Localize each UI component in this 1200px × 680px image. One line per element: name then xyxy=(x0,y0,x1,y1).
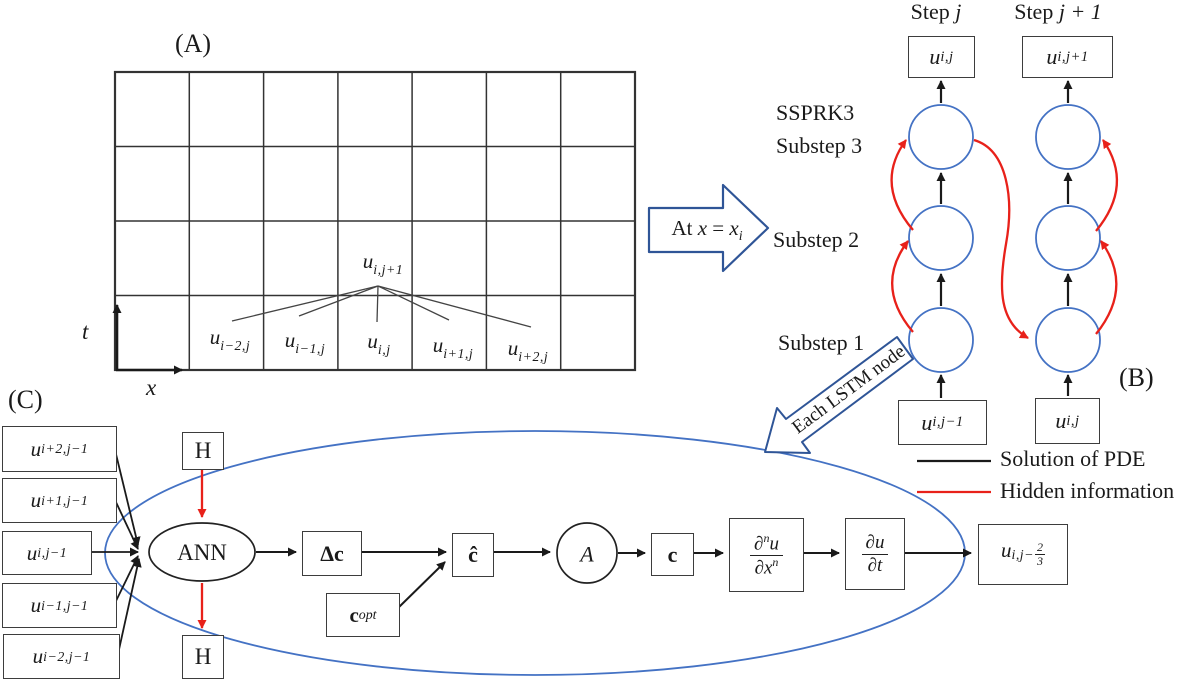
stencil-label: ui−1,j xyxy=(284,328,326,357)
ann-label: ANN xyxy=(177,539,227,565)
t-axis-label: t xyxy=(82,319,89,344)
ann-ellipse xyxy=(148,522,256,582)
stencil-label: ui+1,j xyxy=(432,333,474,362)
delta-c-box: Δc xyxy=(302,531,362,576)
legend-lines xyxy=(917,459,991,494)
a-matrix-label: A xyxy=(580,541,594,567)
at-x-block-arrow xyxy=(647,183,770,273)
pipeline-arrows xyxy=(256,547,972,610)
c-hat-box: ĉ xyxy=(452,533,494,577)
each-lstm-node-block-arrow xyxy=(764,336,914,454)
hidden-information-arrows xyxy=(890,138,1119,339)
substep3-label: Substep 3 xyxy=(776,133,863,158)
stencil-target-label: ui,j+1 xyxy=(362,249,404,278)
a-matrix-circle xyxy=(556,522,618,584)
legend-hidden-label: Hidden information xyxy=(1000,478,1175,503)
x-axis-label: x xyxy=(146,375,157,400)
stencil-fan-lines xyxy=(231,285,532,328)
stencil-label: ui,j xyxy=(367,329,391,358)
substep1-label: Substep 1 xyxy=(778,330,865,355)
hidden-state-top-box: H xyxy=(182,432,224,470)
input-converge-arrows xyxy=(90,449,142,655)
at-x-label: At x = xi xyxy=(671,216,743,243)
legend-solution-label: Solution of PDE xyxy=(1000,446,1146,471)
step-j-header: Step j xyxy=(910,0,962,24)
stencil-label: ui+2,j xyxy=(507,336,549,365)
panel-c-label: (C) xyxy=(8,385,43,414)
panel-a-label: (A) xyxy=(175,29,212,58)
dn-dxn-box: ∂nu ∂xn xyxy=(729,518,804,592)
substep2-label: Substep 2 xyxy=(773,227,860,252)
axes-arrows xyxy=(112,304,183,375)
ssprk3-label: SSPRK3 xyxy=(776,100,855,125)
du-dt-box: ∂u ∂t xyxy=(845,518,905,590)
c-box: c xyxy=(651,533,694,576)
step-j1-header: Step j + 1 xyxy=(1014,0,1102,24)
grid-panel xyxy=(113,70,637,372)
solution-arrows xyxy=(936,80,1073,398)
panel-b-label: (B) xyxy=(1119,363,1154,392)
lstm-circles xyxy=(908,104,1101,373)
stencil-label: ui−2,j xyxy=(209,325,251,354)
hidden-state-bottom-box: H xyxy=(182,635,224,679)
